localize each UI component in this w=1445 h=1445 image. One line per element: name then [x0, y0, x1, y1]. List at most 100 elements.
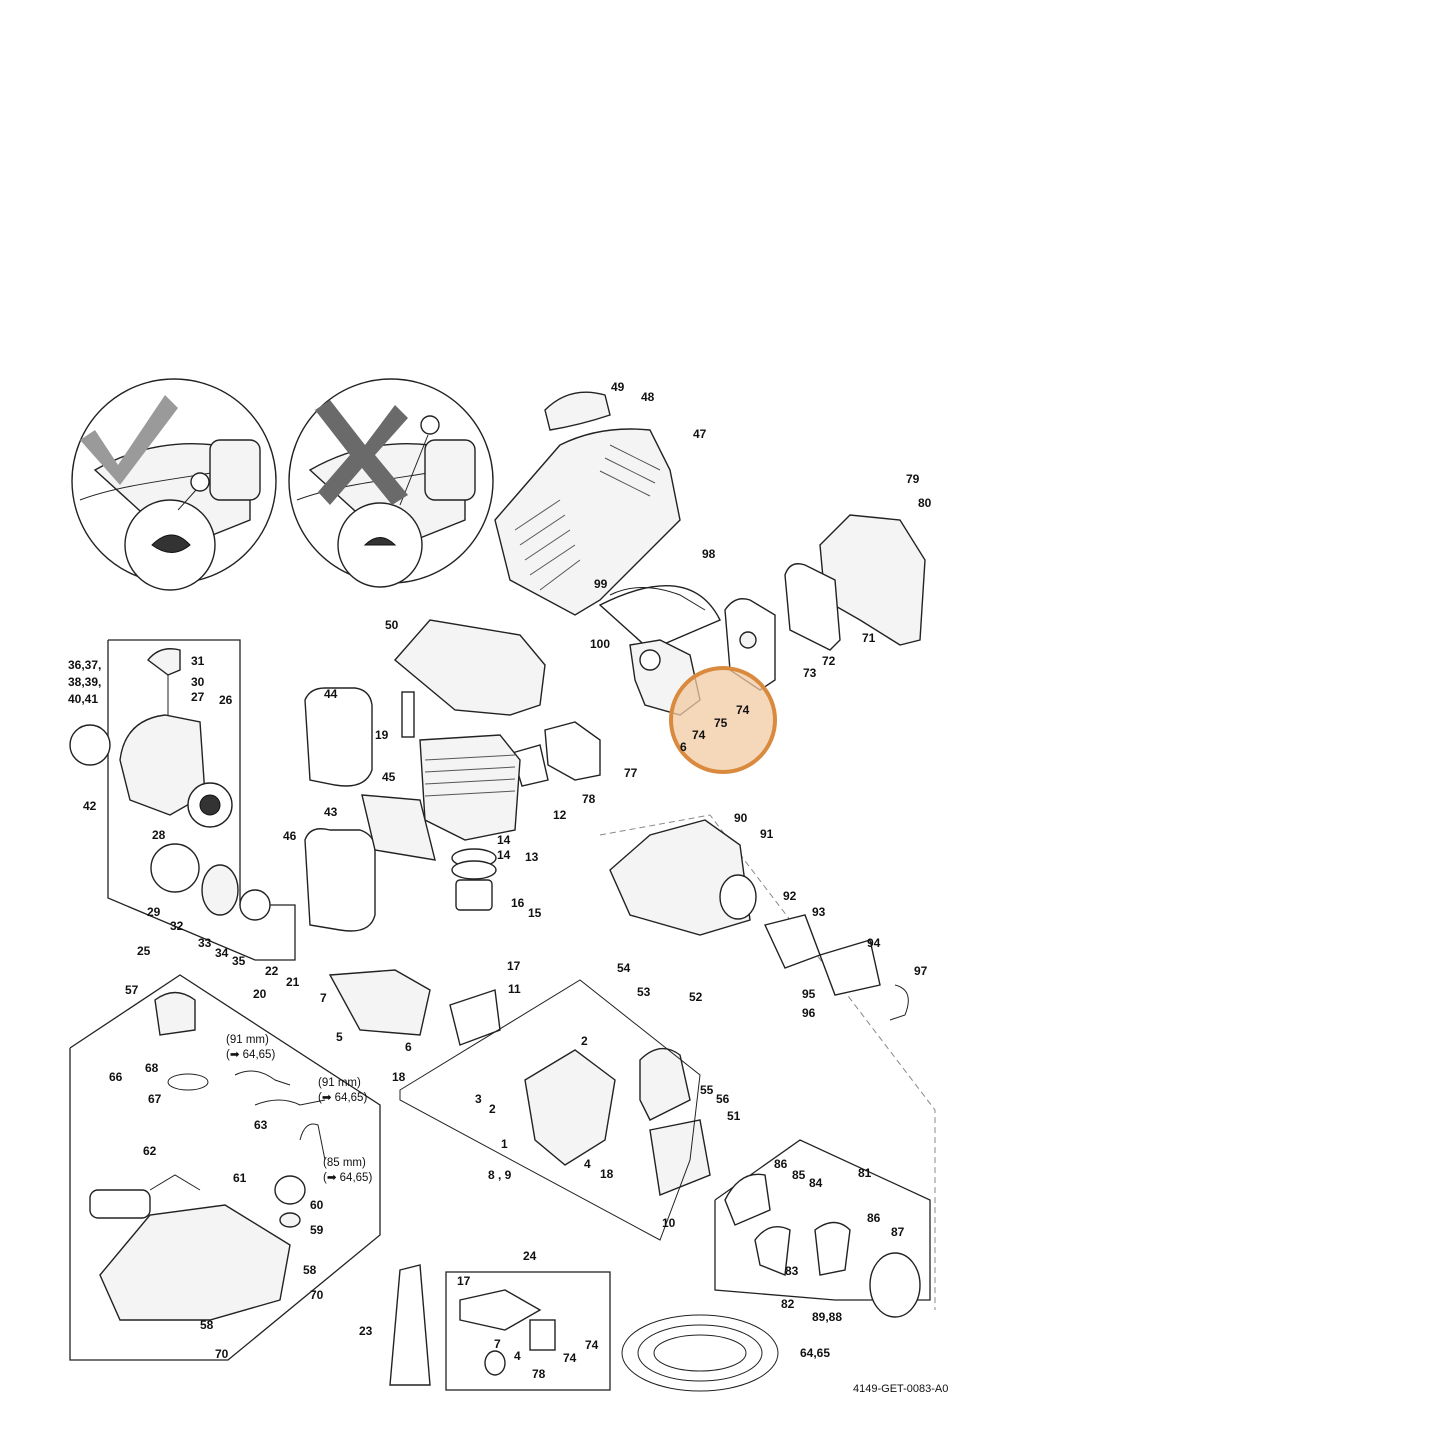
part-fuel-line-coil — [621, 1314, 779, 1392]
callout: 62 — [143, 1144, 157, 1158]
callout: 71 — [862, 631, 876, 645]
cross-icon — [315, 400, 408, 505]
callout: 86 — [867, 1211, 881, 1225]
callout: 93 — [812, 905, 826, 919]
part-crankcase — [328, 969, 711, 1241]
callout: 83 — [785, 1264, 799, 1278]
callout: 52 — [689, 990, 703, 1004]
callout: 85 — [792, 1168, 806, 1182]
part-shroud — [494, 391, 721, 651]
part-engine-cover — [394, 619, 546, 738]
callout: 34 — [215, 946, 229, 960]
callout: 2 — [489, 1102, 496, 1116]
callout: 68 — [145, 1061, 159, 1075]
callout: 58 — [200, 1318, 214, 1332]
callout: 23 — [359, 1324, 373, 1338]
callout: 16 — [511, 896, 525, 910]
callout: 28 — [152, 828, 166, 842]
callout: 67 — [148, 1092, 162, 1106]
callout: 21 — [286, 975, 300, 989]
callout: 98 — [702, 547, 716, 561]
callout: 6 — [405, 1040, 412, 1054]
callout: 74 — [736, 703, 750, 717]
callout: 27 — [191, 690, 205, 704]
callout: 90 — [734, 811, 748, 825]
callout: 4 — [514, 1349, 521, 1363]
callout: 97 — [914, 964, 928, 978]
callout: 80 — [918, 496, 932, 510]
callout: 11 — [508, 982, 521, 996]
hose-note-1: (91 mm) (➡ 64,65) — [226, 1034, 275, 1061]
callout: 63 — [254, 1118, 268, 1132]
callout: 44 — [324, 687, 338, 701]
check-icon — [80, 395, 178, 485]
callout: 94 — [867, 936, 881, 950]
callout: 75 — [714, 716, 728, 730]
callout: 54 — [617, 961, 631, 975]
callout: 18 — [600, 1167, 614, 1181]
callout: 4 — [584, 1157, 591, 1171]
svg-text:(91 mm): (91 mm) — [318, 1077, 361, 1089]
callout: 78 — [532, 1367, 546, 1381]
callout: 49 — [611, 380, 625, 394]
callout: 24 — [523, 1249, 537, 1263]
inset-incorrect — [288, 378, 494, 588]
callout: 81 — [858, 1166, 872, 1180]
callout: 20 — [253, 987, 267, 1001]
callout: 64,65 — [800, 1346, 830, 1360]
svg-text:(85 mm): (85 mm) — [323, 1157, 366, 1169]
callout: 73 — [803, 666, 817, 680]
callout: 91 — [760, 827, 774, 841]
part-air-filter — [724, 514, 926, 691]
callout: 3 — [475, 1092, 482, 1106]
callout: 26 — [219, 693, 233, 707]
part-cylinder — [419, 734, 521, 841]
callout: 96 — [802, 1006, 816, 1020]
callout: 74 — [563, 1351, 577, 1365]
callout: 40,41 — [68, 692, 98, 706]
callout: 15 — [528, 906, 542, 920]
callout: 61 — [233, 1171, 247, 1185]
part-fuel-tank — [69, 974, 381, 1361]
part-starter — [69, 639, 296, 961]
svg-text:(91 mm): (91 mm) — [226, 1034, 269, 1046]
callout: 84 — [809, 1176, 823, 1190]
callout: 46 — [283, 829, 297, 843]
callout: 66 — [109, 1070, 123, 1084]
callout: 33 — [198, 936, 212, 950]
hose-note-2: (91 mm) (➡ 64,65) — [318, 1077, 367, 1104]
callout: 19 — [375, 728, 389, 742]
callout: 36,37, — [68, 658, 101, 672]
callout: 30 — [191, 675, 205, 689]
callout: 82 — [781, 1297, 795, 1311]
callout: 95 — [802, 987, 816, 1001]
callout: 70 — [310, 1288, 324, 1302]
part-clutch — [714, 1139, 931, 1318]
part-piston — [451, 848, 497, 911]
callout: 7 — [320, 991, 327, 1005]
callout: 47 — [693, 427, 707, 441]
highlight-marker — [669, 666, 777, 774]
callout: 31 — [191, 654, 205, 668]
callout: 60 — [310, 1198, 324, 1212]
callout: 1 — [501, 1137, 508, 1151]
callout: 7 — [494, 1337, 501, 1351]
callout: 55 — [700, 1083, 714, 1097]
callout: 57 — [125, 983, 139, 997]
callout: 22 — [265, 964, 279, 978]
callout: 43 — [324, 805, 338, 819]
document-code: 4149-GET-0083-A0 — [853, 1383, 948, 1395]
callout: 92 — [783, 889, 797, 903]
callout: 53 — [637, 985, 651, 999]
callout: 100 — [590, 637, 610, 651]
callout: 48 — [641, 390, 655, 404]
callout: 17 — [457, 1274, 471, 1288]
part-gasket-set — [389, 1264, 611, 1391]
callout-labels: 49 48 47 79 80 98 99 100 50 71 72 73 74 … — [68, 380, 948, 1395]
callout: 74 — [585, 1338, 599, 1352]
callout: 50 — [385, 618, 399, 632]
callout: 86 — [774, 1157, 788, 1171]
callout: 14 — [497, 848, 511, 862]
callout: 12 — [553, 808, 567, 822]
